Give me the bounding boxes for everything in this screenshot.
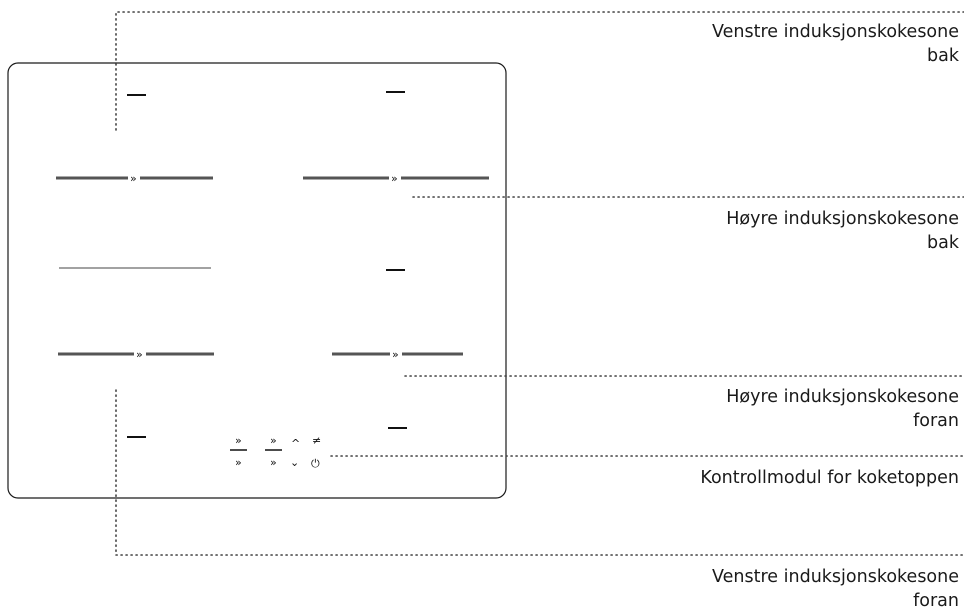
label-line: foran xyxy=(913,411,959,431)
label-line: Venstre induksjonskokesone xyxy=(712,22,959,42)
left-front-leader-line xyxy=(115,389,964,556)
plus-symbol-icon: » xyxy=(235,456,242,469)
label-line: foran xyxy=(913,591,959,611)
right-rear-zone-label: Høyre induksjonskokesone bak xyxy=(726,207,959,255)
lock-icon: ≠ xyxy=(312,434,321,447)
svg-text:»: » xyxy=(136,348,143,361)
power-icon: ⏻ xyxy=(311,457,320,470)
plus-symbol-icon: » xyxy=(235,434,242,447)
right-rear-zone-bridge: » xyxy=(303,172,489,185)
svg-text:»: » xyxy=(392,348,399,361)
left-front-zone-bridge: » xyxy=(58,348,214,361)
cooktop-outline xyxy=(7,62,507,499)
label-line: Høyre induksjonskokesone xyxy=(726,387,959,407)
plus-symbol-icon: » xyxy=(270,456,277,469)
label-line: Venstre induksjonskokesone xyxy=(712,567,959,587)
down-arrow-icon: ⌄ xyxy=(290,456,299,469)
left-rear-leader-line xyxy=(115,11,964,131)
label-line: bak xyxy=(927,46,959,66)
control-module: » » » » ^ ⌄ ≠ ⏻ xyxy=(230,434,321,470)
svg-text:»: » xyxy=(130,172,137,185)
plus-symbol-icon: » xyxy=(270,434,277,447)
left-front-zone-label: Venstre induksjonskokesone foran xyxy=(712,565,959,613)
svg-text:»: » xyxy=(391,172,398,185)
label-line: bak xyxy=(927,233,959,253)
right-front-zone-bridge: » xyxy=(332,348,463,361)
right-front-zone-label: Høyre induksjonskokesone foran xyxy=(726,385,959,433)
up-arrow-icon: ^ xyxy=(291,437,300,450)
left-rear-zone-bridge: » xyxy=(56,172,213,185)
label-line: Kontrollmodul for koketoppen xyxy=(700,468,959,488)
label-line: Høyre induksjonskokesone xyxy=(726,209,959,229)
control-module-label: Kontrollmodul for koketoppen xyxy=(700,466,959,490)
left-rear-zone-label: Venstre induksjonskokesone bak xyxy=(712,20,959,68)
